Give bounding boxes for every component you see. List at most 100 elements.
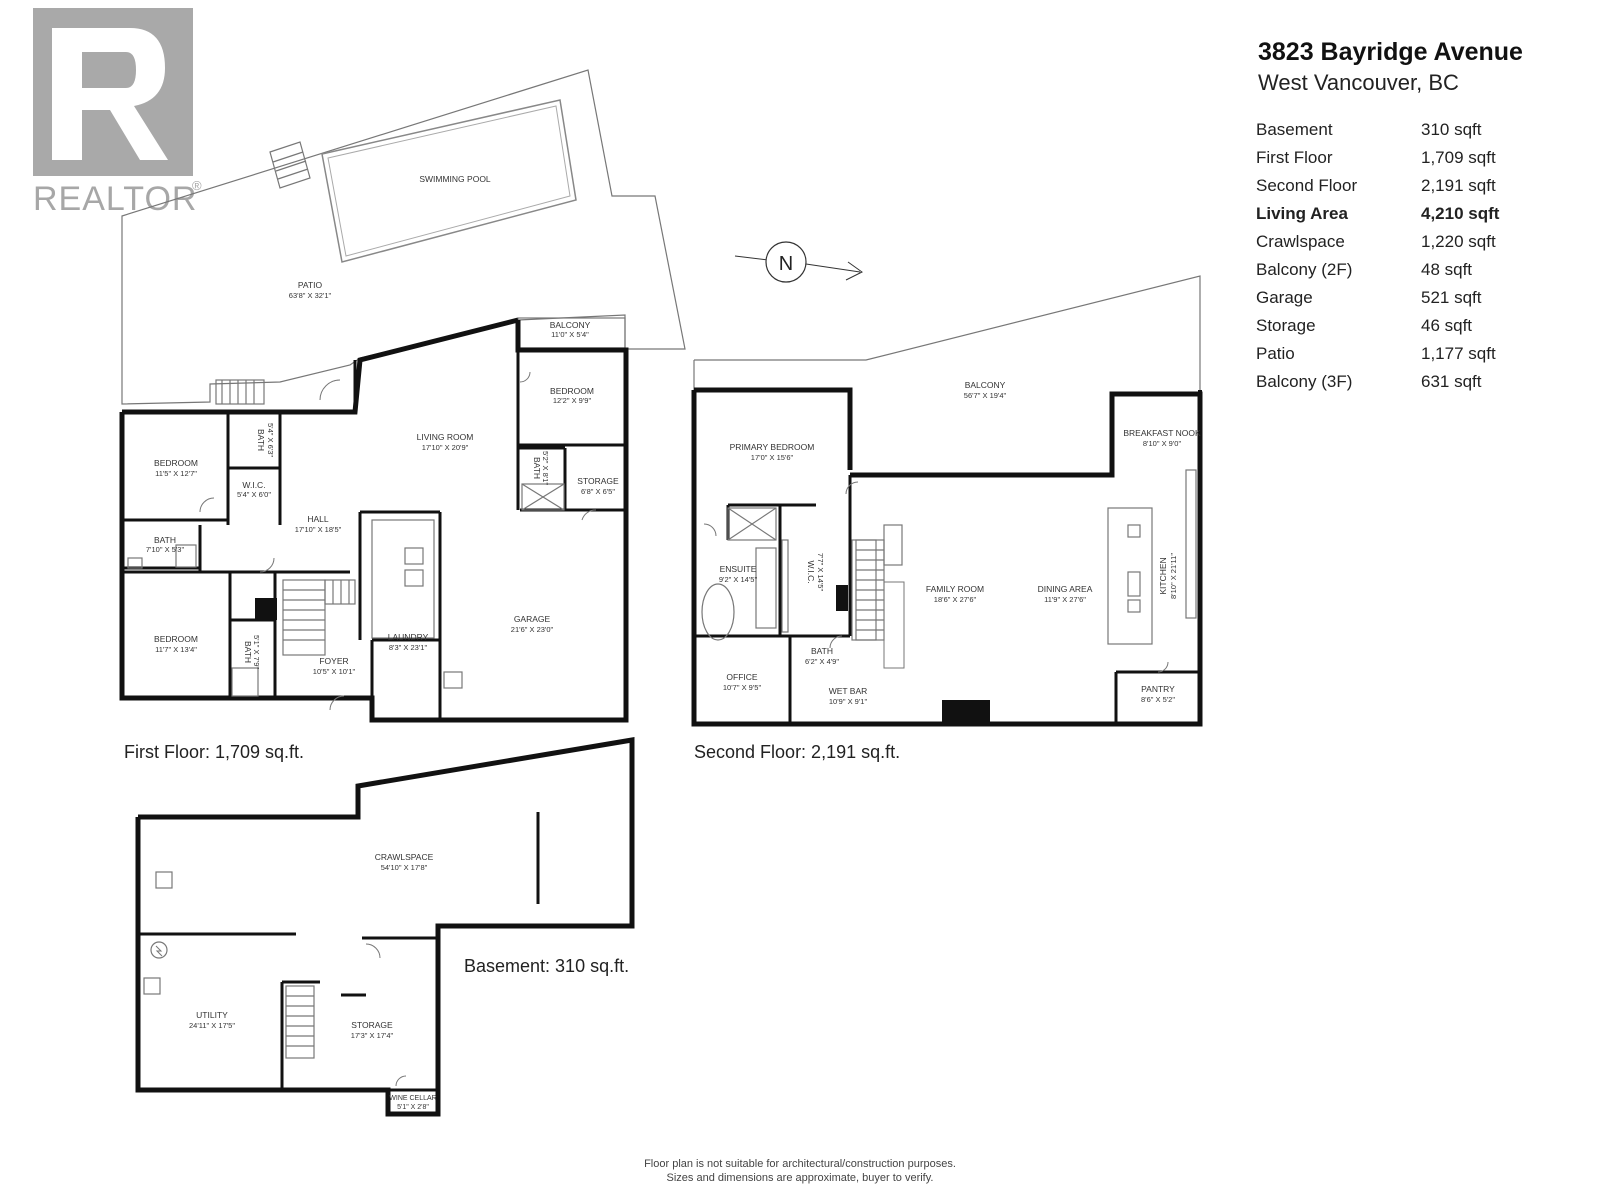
area-value: 521 sqft [1421, 288, 1482, 307]
second-floor-exterior-wall [694, 387, 853, 470]
room-name: W.I.C. [806, 560, 816, 583]
first-floor-caption: First Floor: 1,709 sq.ft. [124, 742, 305, 762]
room-name: UTILITY [196, 1010, 228, 1020]
room-name: BEDROOM [154, 634, 198, 644]
room-dim: 54'10" X 17'8" [381, 863, 428, 872]
patio-stairs-top [269, 141, 311, 189]
room-name: BEDROOM [154, 458, 198, 468]
room-name: BATH [243, 641, 253, 663]
room-name: BREAKFAST NOOK [1123, 428, 1201, 438]
area-name: Second Floor [1256, 176, 1358, 195]
room-dim: 5'4" X 6'3" [266, 423, 275, 457]
room-name: ENSUITE [720, 564, 757, 574]
room-name: STORAGE [351, 1020, 393, 1030]
area-value: 1,220 sqft [1421, 232, 1496, 251]
area-name: Balcony (2F) [1256, 260, 1353, 279]
room-dim: 17'10" X 18'5" [295, 525, 342, 534]
room-name: BATH [532, 457, 542, 479]
room-dim: 21'6" X 23'0" [511, 625, 554, 634]
room-name: FAMILY ROOM [926, 584, 984, 594]
room-name: BEDROOM [550, 386, 594, 396]
room-name: BALCONY [550, 320, 591, 330]
room-dim: 11'0" X 5'4" [551, 330, 589, 339]
room-name: BATH [256, 429, 266, 451]
realtor-logo-text: REALTOR [33, 180, 197, 218]
room-name: PANTRY [1141, 684, 1175, 694]
area-value: 48 sqft [1421, 260, 1473, 279]
room-name: LAUNDRY [388, 632, 429, 642]
basement-plan: CRAWLSPACE 54'10" X 17'8" UTILITY 24'11"… [135, 737, 635, 1117]
room-dim: 63'8" X 32'1" [289, 291, 332, 300]
room-name: LIVING ROOM [417, 432, 474, 442]
room-name: DINING AREA [1038, 584, 1093, 594]
area-value: 2,191 sqft [1421, 176, 1496, 195]
room-dim: 11'7" X 13'4" [155, 645, 197, 654]
first-floor-stairs [282, 579, 356, 656]
room-name: WINE CELLAR [389, 1095, 436, 1102]
room-name: KITCHEN [1158, 557, 1168, 594]
room-dim: 8'3" X 23'1" [389, 643, 428, 652]
room-dim: 5'4" X 6'0" [237, 490, 271, 499]
basement-stairs [285, 985, 315, 1059]
room-name: WET BAR [829, 686, 868, 696]
area-name: First Floor [1256, 148, 1333, 167]
room-name: W.I.C. [242, 480, 265, 490]
area-row: Balcony (2F) 48 sqft [1256, 256, 1499, 284]
area-row: First Floor 1,709 sqft [1256, 144, 1499, 172]
room-dim: 8'10" X 21'11" [1169, 553, 1178, 599]
room-name: PATIO [298, 280, 323, 290]
basement-exterior-wall [135, 737, 635, 1117]
room-name: OFFICE [726, 672, 757, 682]
room-name: BALCONY [965, 380, 1006, 390]
room-name: CRAWLSPACE [375, 852, 434, 862]
area-name: Garage [1256, 288, 1313, 307]
address-city: West Vancouver, BC [1258, 70, 1459, 95]
basement-caption: Basement: 310 sq.ft. [464, 956, 630, 976]
room-dim: 5'2" X 8'1" [541, 451, 550, 485]
area-value: 46 sqft [1421, 316, 1473, 335]
area-name: Balcony (3F) [1256, 372, 1353, 391]
room-name: PRIMARY BEDROOM [730, 442, 815, 452]
compass-label: N [779, 253, 793, 275]
area-value: 310 sqft [1421, 120, 1482, 139]
disclaimer-line-2: Sizes and dimensions are approximate, bu… [666, 1172, 934, 1184]
north-compass: N [734, 241, 863, 283]
room-name: FOYER [319, 656, 348, 666]
area-name: Living Area [1256, 204, 1348, 223]
room-dim: 7'10" X 5'3" [146, 545, 185, 554]
second-floor-doors [703, 481, 1169, 673]
room-dim: 6'2" X 4'9" [805, 657, 839, 666]
second-floor-stairs [855, 524, 903, 641]
room-name: GARAGE [514, 614, 551, 624]
second-floor-plan: BALCONY 56'7" X 19'4" BREAKFAST NOOK 8'1… [691, 275, 1203, 727]
first-floor-interior-walls [122, 320, 626, 720]
room-dim: 18'6" X 27'6" [934, 595, 977, 604]
second-floor-interior-walls [694, 475, 1200, 724]
area-row: Balcony (3F)631 sqft [1256, 368, 1499, 396]
room-dim: 10'9" X 9'1" [829, 697, 868, 706]
room-dim: 11'5" X 12'7" [155, 469, 197, 478]
registered-mark: ® [192, 178, 202, 193]
area-value: 1,709 sqft [1421, 148, 1496, 167]
room-dim: 10'5" X 10'1" [313, 667, 356, 676]
room-name: BATH [154, 535, 176, 545]
room-dim: 8'6" X 5'2" [1141, 695, 1175, 704]
room-name: HALL [307, 514, 329, 524]
address-street: 3823 Bayridge Avenue [1258, 38, 1523, 66]
area-row: Second Floor 2,191 sqft [1256, 172, 1499, 200]
room-dim: 11'9" X 27'6" [1044, 595, 1086, 604]
room-dim: 17'0" X 15'6" [751, 453, 794, 462]
room-name: STORAGE [577, 476, 619, 486]
first-floor-doors [199, 371, 597, 711]
first-floor-plan: SWIMMING POOL PATIO 63'8" X 32'1" BALCON… [119, 69, 686, 723]
disclaimer-line-1: Floor plan is not suitable for architect… [644, 1158, 956, 1170]
area-value: 1,177 sqft [1421, 344, 1496, 363]
kitchen-island [1107, 507, 1153, 645]
room-dim: 6'8" X 6'5" [581, 487, 615, 496]
